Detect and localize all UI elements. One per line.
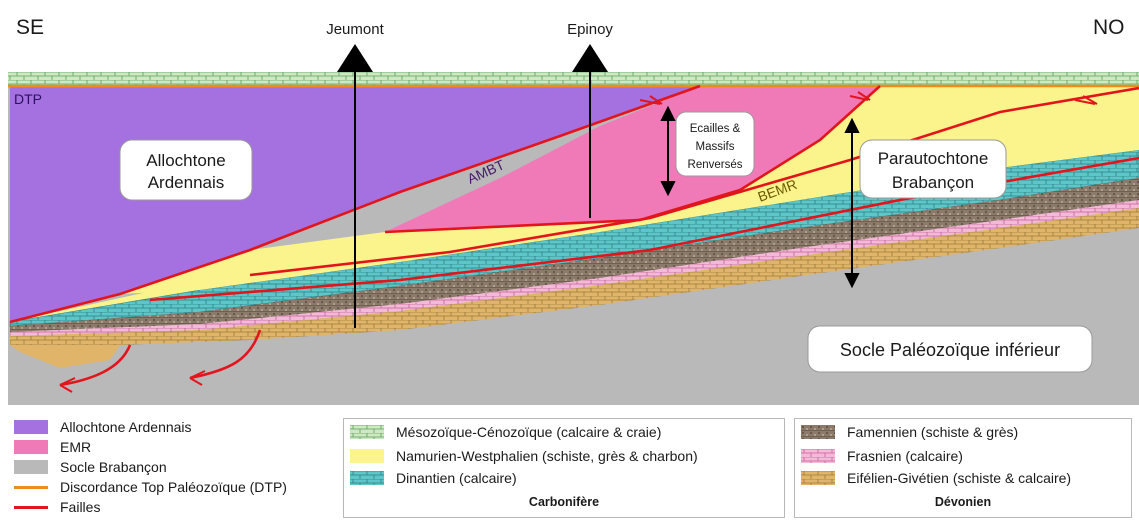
thickness-arrows	[660, 105, 860, 289]
mesozoic-layer	[8, 72, 1139, 86]
well-epinoy-marker	[572, 44, 608, 72]
legend-devonien-title: Dévonien	[934, 495, 992, 509]
swatch-frasnien	[801, 449, 835, 463]
socle-label: Socle Paléozoïque inférieur	[840, 340, 1060, 360]
allochtone-label-1: Allochtone	[146, 151, 225, 170]
swatch-failles	[14, 506, 48, 509]
swatch-dinantien	[350, 471, 384, 485]
well-jeumont-label: Jeumont	[326, 21, 384, 38]
fault-lines	[9, 84, 1139, 393]
legend-devonien: Famennien (schiste & grès) Frasnien (cal…	[794, 418, 1132, 518]
swatch-eifelien	[801, 471, 835, 485]
ecailles-label-box	[675, 111, 755, 177]
well-epinoy	[572, 44, 608, 218]
allochtone-label-2: Ardennais	[148, 173, 225, 192]
se-label: SE	[16, 16, 44, 39]
well-jeumont	[337, 44, 373, 328]
dtp-label: DTP	[14, 91, 42, 107]
ecailles-label-2: Massifs	[696, 141, 735, 153]
ecailles-label-1: Ecailles &	[690, 123, 741, 135]
ecailles-label-3: Renversés	[688, 159, 743, 171]
swatch-emr	[14, 440, 48, 454]
emr-layer	[385, 86, 880, 232]
parautochtone-label-1: Parautochtone	[878, 149, 989, 168]
legend-carbonifere-title: Carbonifère	[528, 495, 600, 509]
legend-units: Allochtone Ardennais EMR Socle Brabançon…	[14, 418, 344, 524]
eifelien-wedge	[10, 345, 120, 368]
swatch-famennien	[801, 425, 835, 439]
swatch-dtp	[14, 486, 48, 489]
well-epinoy-label: Epinoy	[567, 21, 613, 38]
bemr-fault	[249, 86, 1139, 277]
swatch-socle	[14, 460, 48, 474]
no-label: NO	[1093, 16, 1125, 39]
namurien-mid	[120, 86, 1139, 294]
swatch-allochtone	[14, 420, 48, 434]
well-jeumont-marker	[337, 44, 373, 72]
parautochtone-label-2: Brabançon	[892, 173, 974, 192]
split-fault-1	[59, 344, 132, 387]
socle-label-box	[807, 325, 1093, 373]
split-fault-2	[189, 329, 262, 380]
emr-base-fault	[384, 85, 881, 234]
parautochtone-label-box	[859, 139, 1007, 199]
legend-carbonifere: Mésozoïque-Cénozoïque (calcaire & craie)…	[343, 418, 785, 518]
swatch-mesozoique	[350, 425, 384, 439]
ambt-fault	[9, 84, 701, 324]
allochtone-label-box	[119, 139, 253, 201]
swatch-namurien	[350, 449, 384, 463]
